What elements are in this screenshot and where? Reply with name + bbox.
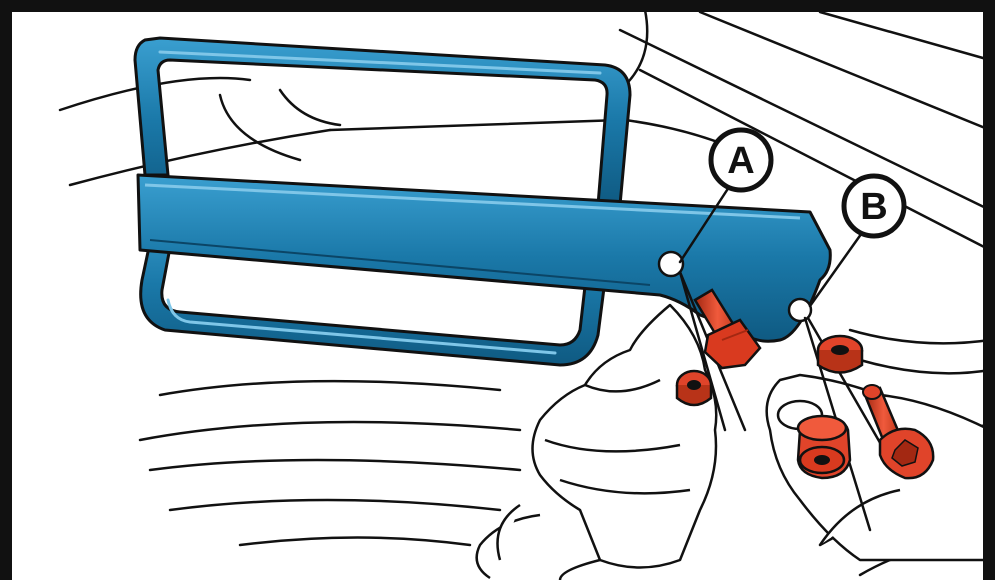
bolt-icon: [862, 384, 935, 480]
callout-a: A: [708, 127, 774, 193]
callout-a-letter: A: [727, 140, 754, 182]
callout-b: B: [841, 173, 907, 239]
bracket-illustration: [133, 36, 832, 367]
background-line-art: [58, 8, 992, 577]
washer-icon: [816, 334, 864, 374]
nut-icon: [796, 414, 852, 480]
hole-b: [787, 297, 813, 323]
shock-absorber: [475, 303, 718, 580]
bolt-icon: [693, 288, 762, 370]
hole-a: [657, 250, 685, 278]
callout-b-letter: B: [860, 186, 887, 228]
washer-icon: [675, 369, 713, 407]
